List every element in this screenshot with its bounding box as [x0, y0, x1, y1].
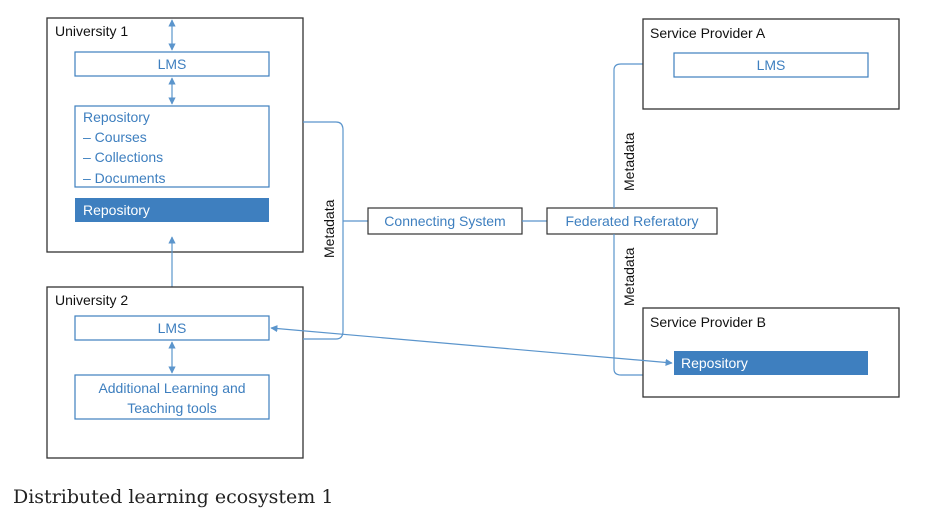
university2-lms-label: LMS [158, 320, 187, 336]
federated-to-provider-b-connector [613, 234, 643, 376]
service-provider-b-repository-box [674, 351, 868, 375]
university2-tools-line2: Teaching tools [127, 400, 217, 416]
metadata-label-upper-right: Metadata [621, 132, 637, 191]
university1-repository-box [75, 198, 269, 222]
repository-list-item-documents: – Documents [83, 170, 165, 186]
university1-repository-label: Repository [83, 202, 150, 218]
figure-caption: Distributed learning ecosystem 1 [13, 486, 334, 508]
service-provider-a-title: Service Provider A [650, 25, 766, 41]
service-provider-b-repository-label: Repository [681, 355, 748, 371]
university1-repository-list-box [74, 105, 270, 188]
service-provider-a-lms-label: LMS [757, 57, 786, 73]
u2-lms-to-provider-b-arrow [270, 324, 673, 367]
ecosystem-diagram: University 1 LMS Repository – Courses – … [46, 17, 900, 459]
connecting-system-box [367, 207, 523, 235]
federated-referatory-label: Federated Referatory [565, 213, 698, 229]
university2-tools-line1: Additional Learning and [98, 380, 245, 396]
university1-title: University 1 [55, 23, 128, 39]
university1-lms-box [74, 51, 270, 77]
connecting-system-label: Connecting System [384, 213, 505, 229]
university2-box [46, 286, 304, 459]
repository-list-heading: Repository [83, 109, 150, 125]
federated-referatory-box [546, 207, 718, 235]
metadata-label-left: Metadata [321, 199, 337, 258]
university2-lms-box [74, 315, 270, 341]
university2-title: University 2 [55, 292, 128, 308]
university1-lms-label: LMS [158, 56, 187, 72]
service-provider-a-lms-box [673, 52, 869, 78]
service-provider-b-title: Service Provider B [650, 314, 766, 330]
repository-list-item-collections: – Collections [83, 149, 163, 165]
federated-to-provider-a-connector [613, 63, 643, 208]
metadata-label-lower-right: Metadata [621, 247, 637, 306]
university2-tools-box [74, 374, 270, 420]
repository-list-item-courses: – Courses [83, 129, 147, 145]
